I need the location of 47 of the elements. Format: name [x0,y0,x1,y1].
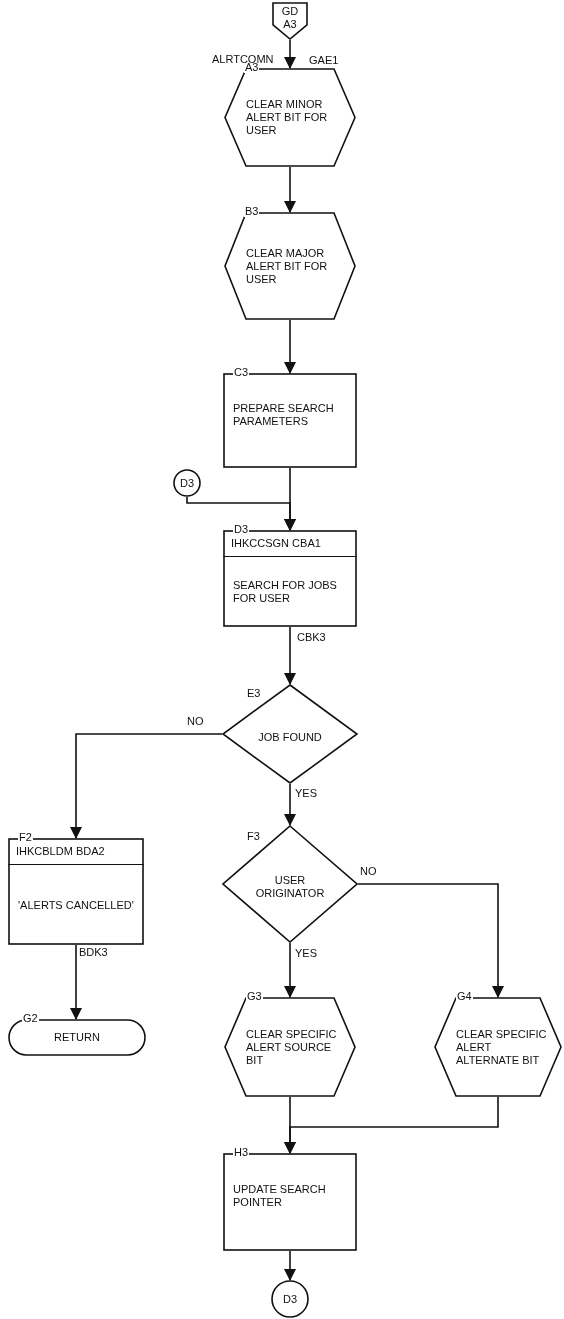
node-text: RETURN [54,1031,100,1044]
arrow [284,1096,499,1154]
block-id: F3 [246,831,261,842]
edge-label: BDK3 [78,947,109,958]
node-text: JOB FOUND [258,730,322,744]
edge-label: NO [186,716,205,727]
arrow [284,319,296,374]
arrow [284,166,296,213]
node-text: CLEAR MINOR ALERT BIT FOR USER [246,98,329,137]
arrow [284,942,296,998]
arrow [70,733,223,839]
arrow [186,496,296,531]
off-page-connector [272,2,308,40]
edge-label: YES [294,948,318,959]
arrow [70,944,82,1020]
node-text: USER ORIGINATOR [254,874,326,900]
edge-label: NO [359,866,378,877]
node-text: CLEAR MAJOR ALERT BIT FOR USER [246,246,329,286]
block-id: A3 [244,62,260,73]
connector-circle [271,1280,309,1318]
node-text: CLEAR SPECIFIC ALERT SOURCE BIT [246,1027,338,1067]
arrow [284,626,296,685]
block-id: G4 [456,991,473,1002]
block-id: E3 [246,688,262,699]
block-id: B3 [244,206,260,217]
connector-circle [173,469,201,497]
node-text: D3 [179,476,195,490]
node-text: CLEAR SPECIFIC ALERT ALTERNATE BIT [456,1027,548,1067]
node-text: D3 [282,1292,298,1306]
decision-diamond [222,825,358,943]
block-id: C3 [233,367,250,378]
node-text: 'ALERTS CANCELLED' [18,898,134,912]
arrow [357,883,504,998]
block-id: H3 [233,1147,250,1158]
arrow [284,783,296,826]
edge-label: CBK3 [296,632,327,643]
node-text: UPDATE SEARCH POINTER [233,1183,327,1209]
block-id: G3 [246,991,263,1002]
entry-label: GAE1 [309,55,339,66]
node-text: PREPARE SEARCH PARAMETERS [233,401,335,428]
node-text: SEARCH FOR JOBS FOR USER [233,579,338,605]
arrow [284,1250,296,1281]
edge-label: YES [294,788,318,799]
decision-diamond [222,684,358,784]
arrow [284,39,296,69]
block-id: G2 [22,1013,39,1024]
node-text: GD A3 [280,5,300,31]
